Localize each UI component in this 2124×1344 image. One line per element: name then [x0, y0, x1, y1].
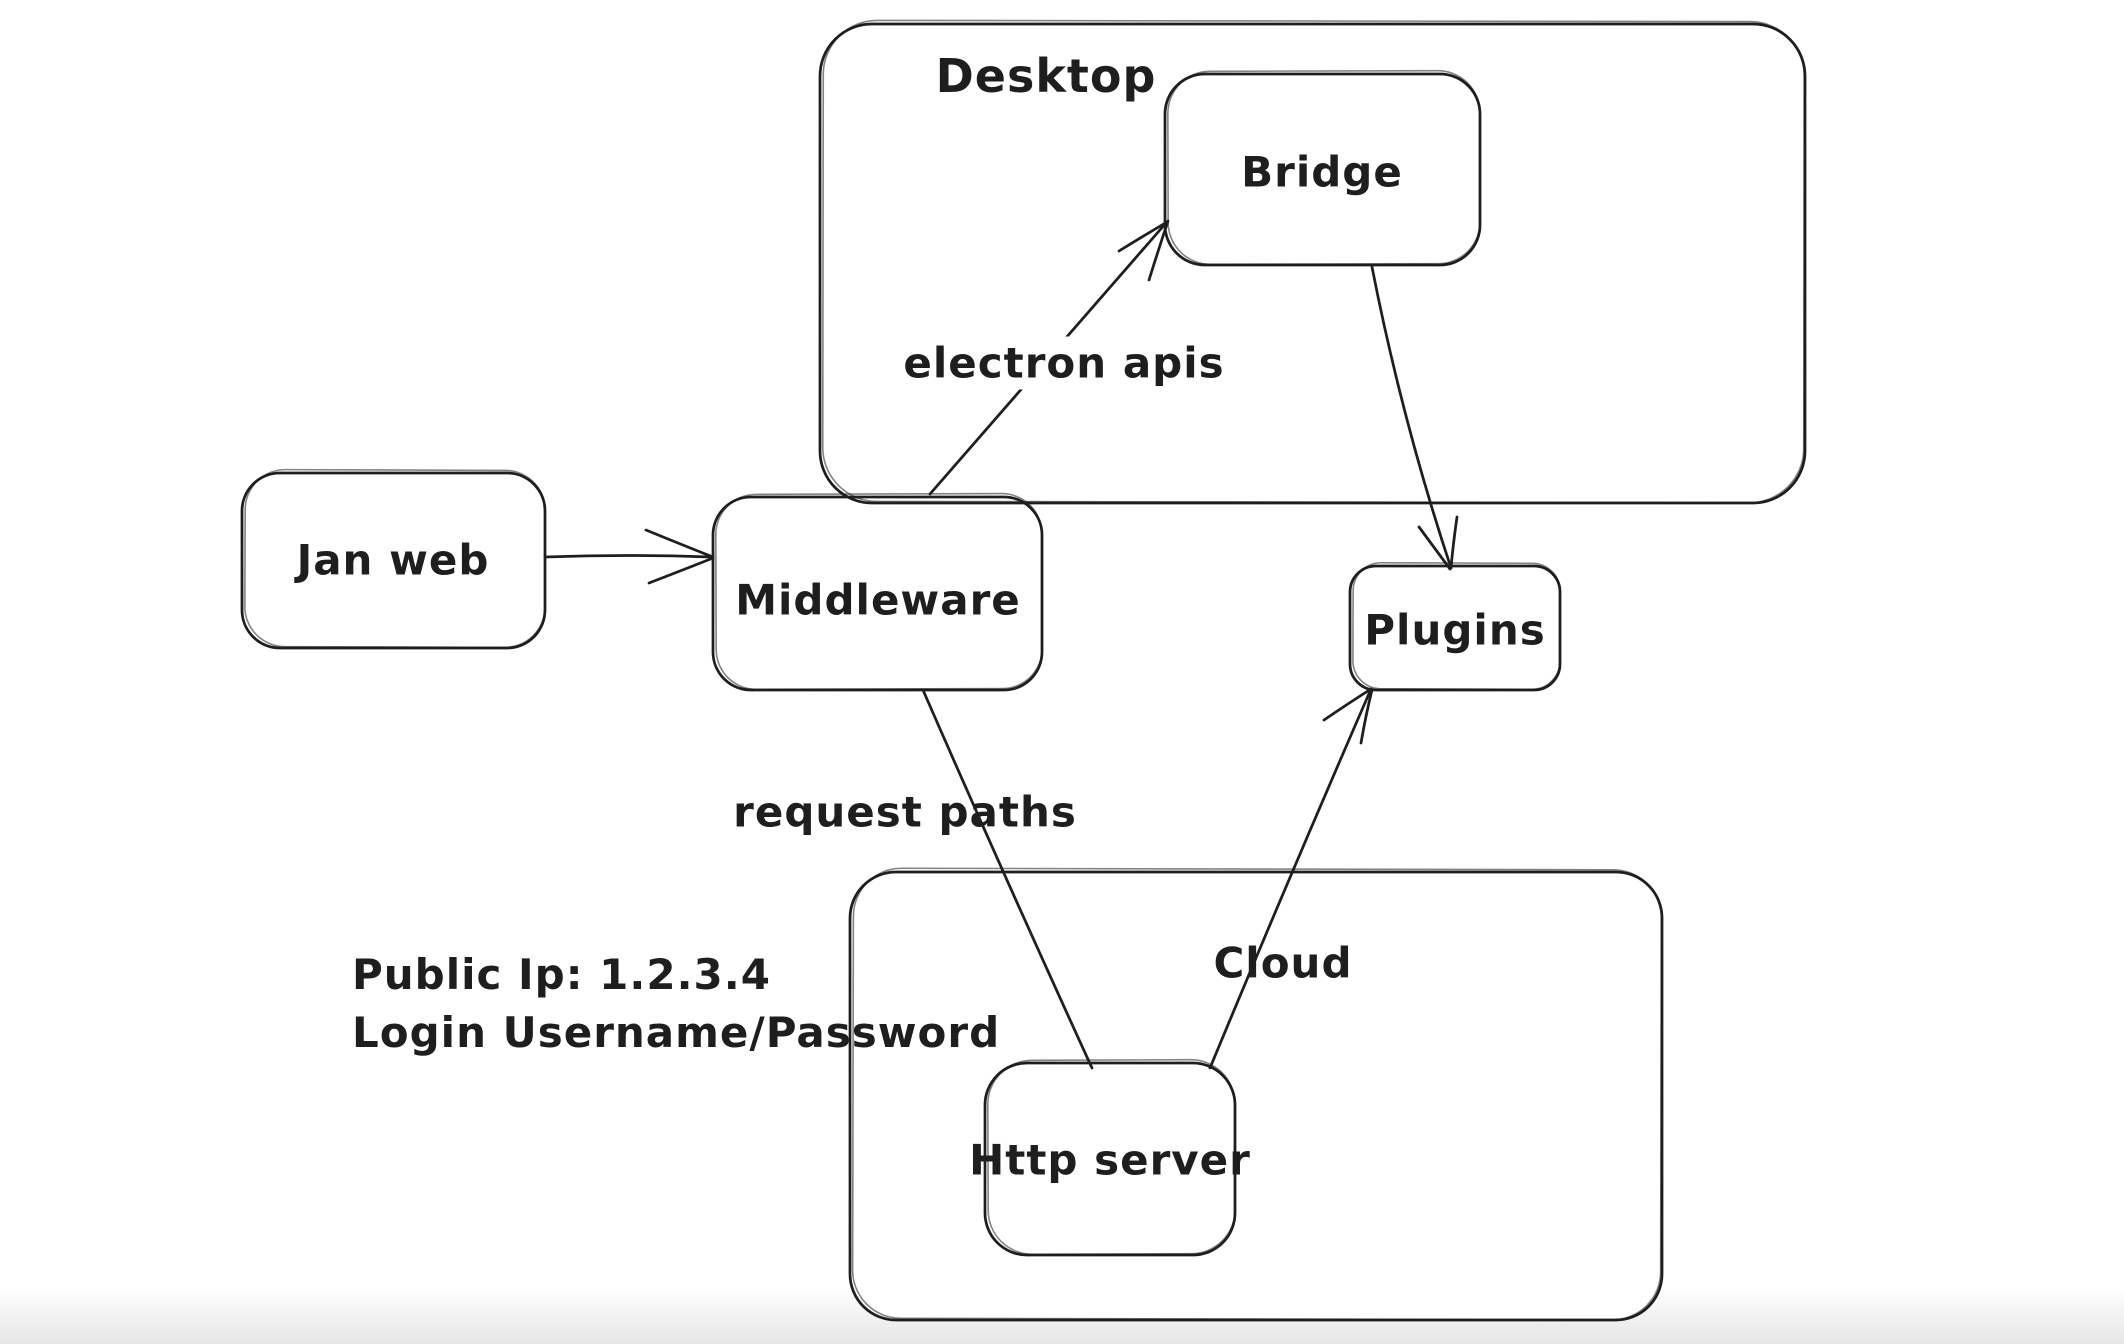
jan-web-node[interactable] — [240, 468, 547, 650]
middleware-node[interactable] — [711, 492, 1044, 692]
bridge-node-label[interactable]: Bridge — [1241, 147, 1403, 197]
middleware-node-label[interactable]: Middleware — [735, 575, 1021, 625]
http-server-node-label[interactable]: Http server — [969, 1135, 1251, 1185]
login-text: Login Username/Password — [352, 1008, 1001, 1057]
jan-web-node-label[interactable]: Jan web — [296, 535, 490, 585]
arrow-bridge-to-plugins[interactable] — [1370, 265, 1459, 571]
arrow-httpserver-to-plugins[interactable] — [1208, 687, 1374, 1070]
request-paths-connector-label[interactable]: request paths — [733, 787, 1077, 837]
plugins-node[interactable] — [1348, 561, 1562, 692]
desktop-container-label[interactable]: Desktop — [935, 49, 1157, 103]
desktop-container[interactable] — [818, 19, 1807, 505]
line-middleware-to-httpserver[interactable] — [921, 688, 1094, 1070]
public-ip-text: Public Ip: 1.2.3.4 — [352, 950, 771, 999]
cloud-container-label[interactable]: Cloud — [1213, 938, 1353, 988]
electron-apis-connector-label[interactable]: electron apis — [893, 336, 1235, 390]
http-server-node[interactable] — [983, 1058, 1237, 1257]
plugins-node-label[interactable]: Plugins — [1364, 605, 1546, 655]
arrow-janweb-to-middleware[interactable] — [543, 528, 715, 585]
cloud-container[interactable] — [848, 867, 1664, 1322]
credentials-annotation[interactable]: Public Ip: 1.2.3.4 Login Username/Passwo… — [352, 946, 1000, 1062]
bridge-node[interactable] — [1163, 69, 1482, 267]
